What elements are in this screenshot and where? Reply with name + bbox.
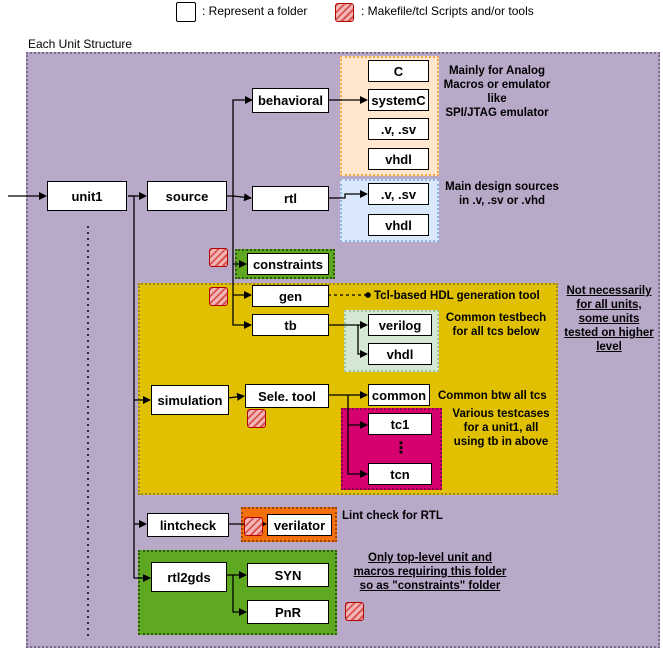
folder-tcn: tcn	[368, 463, 432, 485]
folder-gen: gen	[252, 285, 329, 307]
structure-title: Each Unit Structure	[28, 37, 133, 51]
folder-rtl-vhdl: vhdl	[368, 214, 429, 236]
legend-folder-swatch	[176, 2, 196, 22]
folder-c: C	[368, 60, 429, 82]
folder-beh-v-sv: .v, .sv	[368, 118, 429, 140]
folder-tc1: tc1	[368, 413, 432, 435]
tc-ellipsis: ⋮	[393, 438, 409, 457]
folder-beh-vhdl: vhdl	[368, 148, 429, 170]
legend-folder-text: : Represent a folder	[202, 4, 308, 18]
folder-verilog: verilog	[368, 314, 432, 336]
verilator-script-marker	[244, 517, 263, 536]
folder-rtl2gds: rtl2gds	[151, 562, 227, 592]
folder-pnr: PnR	[247, 600, 329, 624]
lint-note: Lint check for RTL	[342, 510, 443, 522]
gen-script-marker	[209, 287, 228, 306]
folder-rtl: rtl	[252, 186, 329, 211]
folder-systemc: systemC	[368, 89, 429, 111]
folder-constraints: constraints	[247, 253, 329, 275]
legend-scripts-swatch	[335, 3, 354, 22]
constraints-script-marker	[209, 248, 228, 267]
folder-tb: tb	[252, 314, 329, 336]
folder-source: source	[147, 181, 227, 211]
sele-tool-script-marker	[247, 409, 266, 428]
folder-unit1: unit1	[47, 181, 127, 211]
folder-sele-tool: Sele. tool	[245, 384, 329, 408]
folder-verilator: verilator	[267, 514, 332, 536]
rtl2gds-script-marker	[345, 602, 364, 621]
common-note: Common btw all tcs	[438, 390, 547, 402]
folder-behavioral: behavioral	[252, 88, 329, 113]
gen-note: Tcl-based HDL generation tool	[374, 290, 540, 302]
folder-rtl-v-sv: .v, .sv	[368, 183, 429, 205]
folder-lintcheck: lintcheck	[147, 513, 229, 537]
folder-syn: SYN	[247, 563, 329, 587]
folder-tb-vhdl: vhdl	[368, 343, 432, 365]
legend-scripts-text: : Makefile/tcl Scripts and/or tools	[361, 4, 534, 18]
folder-common: common	[368, 384, 430, 406]
folder-simulation: simulation	[151, 385, 229, 415]
